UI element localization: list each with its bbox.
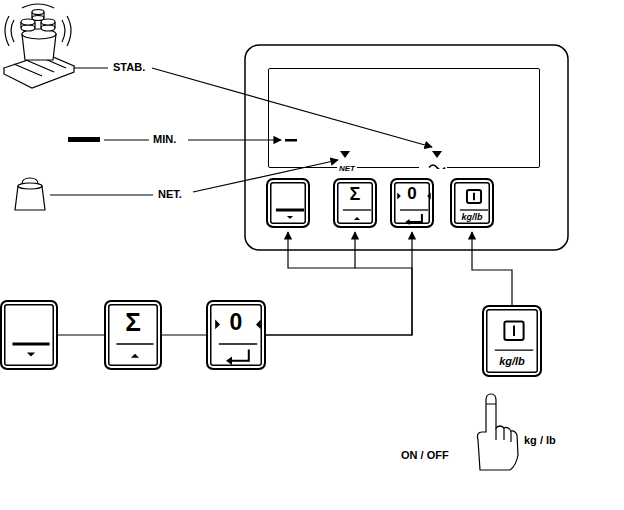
leader-line	[74, 68, 108, 69]
zero-key: 0	[206, 300, 266, 370]
key-legend: 0	[392, 181, 432, 208]
power-key: kg/lb	[450, 178, 494, 228]
tare-key	[266, 178, 310, 228]
key-legend: Σ	[106, 303, 160, 341]
panel-housing	[245, 45, 568, 250]
pallet-load-icon	[4, 4, 74, 88]
power-key-symbols	[452, 180, 496, 230]
display-window: NET	[268, 68, 540, 168]
power-key: kg/lb	[482, 305, 542, 377]
weight-icon	[15, 178, 45, 210]
wire	[58, 334, 108, 335]
wire	[288, 232, 355, 268]
tare-key	[0, 300, 58, 370]
sigma-key: Σ	[104, 300, 162, 370]
leader-line	[50, 195, 153, 196]
callout-label: STAB.	[112, 61, 146, 73]
key-legend: kg/lb	[484, 348, 540, 375]
callout-label: ON / OFF	[400, 449, 450, 461]
key-wire	[472, 232, 512, 305]
power-key-symbols	[484, 307, 544, 379]
key-wire	[266, 232, 412, 335]
plain-key-symbols	[268, 180, 312, 230]
key-legend: kg/lb	[452, 208, 492, 226]
callout-label: NET.	[157, 188, 183, 200]
zero-key: 0	[390, 178, 434, 228]
callout-label: kg / lb	[523, 434, 557, 446]
callout-label: MIN.	[152, 133, 177, 145]
key-wire	[162, 334, 206, 335]
key-legend: Σ	[335, 181, 375, 208]
plain-key-symbols	[2, 302, 60, 372]
net-indicator	[340, 151, 350, 158]
display-key-symbols	[269, 69, 541, 169]
minus-icon	[68, 137, 100, 142]
key-legend: 0	[208, 303, 264, 341]
stable-indicator	[432, 151, 442, 158]
hand-icon	[478, 394, 519, 470]
net-legend: NET	[337, 164, 357, 173]
leader-arrow	[152, 68, 432, 147]
leader-line	[104, 140, 149, 141]
sigma-key: Σ	[333, 178, 377, 228]
display-minus	[285, 139, 297, 142]
key-wire	[266, 232, 412, 335]
